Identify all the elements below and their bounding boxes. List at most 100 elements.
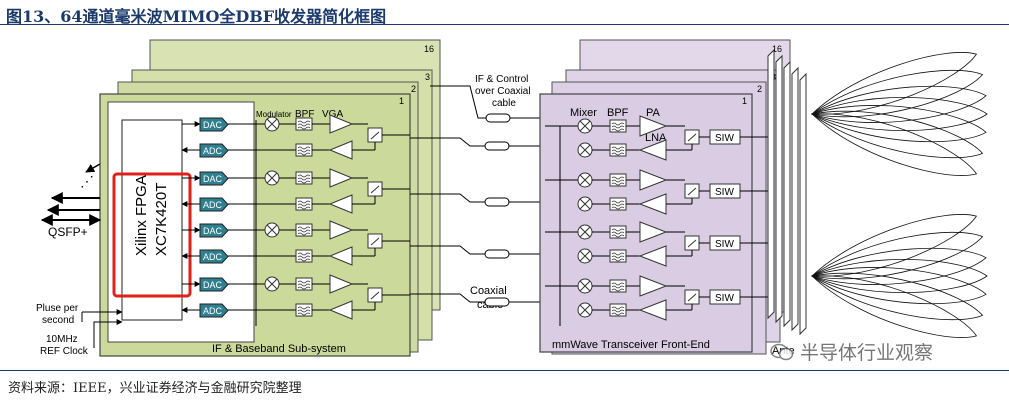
pa-amp bbox=[639, 169, 668, 191]
mixer-cross bbox=[266, 172, 278, 184]
lobe-outline bbox=[811, 113, 978, 176]
dac-label: DAC bbox=[203, 280, 223, 290]
beam-lobe bbox=[810, 85, 987, 123]
beam-lobe bbox=[811, 275, 978, 338]
dac-block bbox=[199, 171, 229, 186]
filter-icon bbox=[295, 249, 313, 263]
switch-blade bbox=[370, 185, 380, 194]
filter-icon bbox=[609, 303, 627, 317]
source-rule bbox=[0, 370, 1009, 371]
beam-lobe bbox=[810, 97, 988, 131]
filter-wave bbox=[611, 252, 625, 262]
lobe-outline bbox=[810, 267, 987, 305]
watermark: 半导体行业观察 bbox=[770, 338, 933, 365]
beam-lobe bbox=[811, 52, 978, 115]
beam-lobe bbox=[810, 247, 987, 285]
dac-label: DAC bbox=[203, 226, 223, 236]
beam-lobe bbox=[811, 69, 984, 118]
if-channel-3: DAC ADC bbox=[181, 220, 410, 266]
filter-wave bbox=[611, 200, 625, 210]
switch-blade bbox=[370, 291, 380, 300]
cable-4 bbox=[410, 293, 540, 307]
title-rule bbox=[0, 24, 1009, 25]
filter-icon bbox=[609, 249, 627, 263]
antenna-array: Ante bbox=[767, 48, 807, 357]
filter-wave bbox=[297, 146, 311, 156]
figure-source: 资料来源：IEEE，兴业证券经济与金融研究院整理 bbox=[8, 381, 302, 396]
lobe-outline bbox=[811, 110, 984, 159]
filter-icon bbox=[295, 277, 313, 291]
if-board-caption: IF & Baseband Sub-system bbox=[212, 343, 346, 355]
lobe-outline bbox=[810, 259, 988, 293]
filter-icon bbox=[295, 197, 313, 211]
mixer-cross bbox=[266, 278, 278, 290]
coax-connector bbox=[484, 197, 510, 207]
if-bpf-label: BPF bbox=[295, 109, 314, 120]
mixer-cross bbox=[579, 304, 591, 316]
pa-amp bbox=[639, 115, 668, 137]
beam-lobe bbox=[811, 272, 984, 321]
switch-blade bbox=[687, 133, 697, 142]
if-layer-number-1: 1 bbox=[399, 96, 404, 106]
beam-lobe bbox=[811, 231, 984, 280]
siw-label: SIW bbox=[715, 187, 734, 198]
rf-bpf-label: BPF bbox=[607, 107, 629, 119]
switch-blade bbox=[687, 239, 697, 248]
adc-label: ADC bbox=[203, 306, 223, 316]
coax-connector bbox=[484, 249, 510, 259]
fpga-label-line2: XC7K420T bbox=[153, 183, 170, 256]
cable-top-label-3: cable bbox=[492, 98, 516, 109]
rf-channel-rows: SIW SIW SIW SIW bbox=[545, 115, 770, 326]
antenna-panel bbox=[775, 54, 783, 324]
lobe-outline bbox=[811, 52, 978, 115]
antenna-panel bbox=[783, 60, 791, 328]
filter-wave bbox=[611, 228, 625, 238]
pa-amp bbox=[639, 221, 668, 243]
adc-label: ADC bbox=[203, 252, 223, 262]
control-connector bbox=[485, 113, 511, 123]
block-diagram: Xilinx FPGA XC7K420T 16 3 2 1 Modulator … bbox=[36, 39, 988, 357]
lobe-outline bbox=[810, 97, 988, 131]
lobe-outline bbox=[810, 105, 987, 143]
mixer-cross bbox=[579, 198, 591, 210]
adc-label: ADC bbox=[203, 146, 223, 156]
switch-blade bbox=[370, 131, 380, 140]
mixer-cross bbox=[579, 144, 591, 156]
chat-bubble-icon bbox=[770, 343, 794, 360]
lobe-outline bbox=[811, 275, 978, 338]
mixer-cross bbox=[266, 118, 278, 130]
filter-wave bbox=[611, 306, 625, 316]
coax-connector bbox=[484, 141, 510, 151]
adc-block bbox=[199, 143, 229, 158]
beam-patterns bbox=[810, 52, 988, 338]
adc-block bbox=[199, 197, 229, 212]
siw-label: SIW bbox=[715, 133, 734, 144]
filter-wave bbox=[297, 306, 311, 316]
siw-label: SIW bbox=[715, 239, 734, 250]
lobe-outline bbox=[810, 85, 987, 123]
beam-lobe bbox=[811, 113, 978, 176]
dac-label: DAC bbox=[203, 120, 223, 130]
dac-block bbox=[199, 223, 229, 238]
vga-tx-amp bbox=[329, 114, 354, 134]
qsfp-label: QSFP+ bbox=[48, 225, 88, 239]
filter-wave bbox=[297, 252, 311, 262]
dac-block bbox=[199, 277, 229, 292]
rf-channel-2: SIW bbox=[545, 169, 770, 215]
filter-icon bbox=[609, 173, 627, 187]
cable-2 bbox=[410, 193, 540, 207]
beam-lobe bbox=[811, 214, 978, 277]
beam-lobe bbox=[810, 267, 987, 305]
adc-block bbox=[199, 303, 229, 318]
cable-bottom-label-1: Coaxial bbox=[470, 285, 507, 297]
watermark-text: 半导体行业观察 bbox=[800, 342, 934, 364]
filter-icon bbox=[609, 225, 627, 239]
siw-label: SIW bbox=[715, 293, 734, 304]
mixer-cross bbox=[579, 120, 591, 132]
mixer-cross bbox=[579, 226, 591, 238]
rf-layer-number-16: 16 bbox=[772, 44, 782, 54]
fpga-highlight-box bbox=[112, 172, 192, 298]
vga-tx-amp bbox=[329, 168, 354, 188]
fpga-io: ⋰ QSFP+ Pluse per second 10MHz REF Clock bbox=[36, 163, 123, 357]
